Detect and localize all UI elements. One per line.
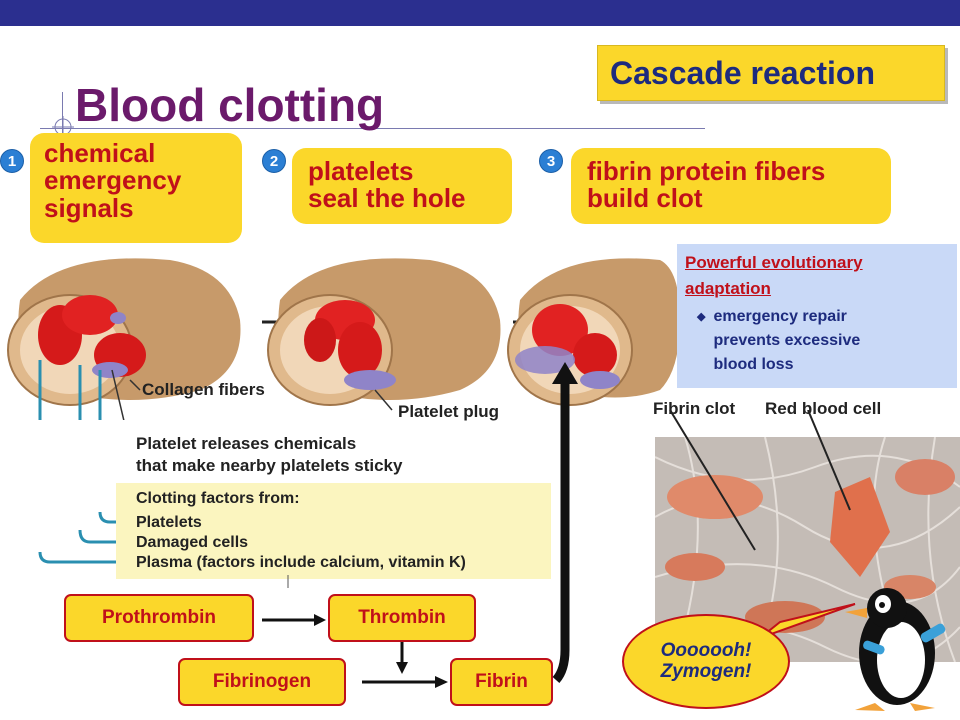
- thrombin-node: Thrombin: [328, 594, 476, 642]
- evolution-bullet: ◆ emergency repair prevents excessive bl…: [685, 305, 949, 377]
- penguin-mascot-icon: [845, 588, 946, 711]
- speech-bubble: Ooooooh! Zymogen!: [622, 614, 790, 709]
- step-1-number: 1: [7, 152, 17, 170]
- clotting-factor-item: Platelets: [136, 514, 202, 531]
- step-3-line: fibrin protein fibers: [587, 156, 826, 186]
- platelet-releases-label-2: that make nearby platelets sticky: [136, 456, 403, 475]
- evolution-bullet-line: blood loss: [713, 356, 794, 373]
- step-2-line: platelets: [308, 156, 414, 186]
- fibrin-text: Fibrin: [475, 671, 528, 692]
- prothrombin-node: Prothrombin: [64, 594, 254, 642]
- page-title: Blood clotting: [75, 79, 385, 131]
- evolution-note-box: Powerful evolutionary adaptation ◆ emerg…: [677, 244, 957, 388]
- platelet-releases-label-1: Platelet releases chemicals: [136, 434, 357, 453]
- vessel-1-illustration: [7, 258, 241, 406]
- thrombin-text: Thrombin: [358, 607, 446, 628]
- fibrin-node: Fibrin: [450, 658, 553, 706]
- vessel-2-illustration: [267, 258, 501, 406]
- step-1-line: signals: [44, 192, 134, 223]
- evolution-bullet-line: prevents excessive: [713, 332, 861, 349]
- step-3-badge: 3: [539, 149, 563, 173]
- evolution-bullet-line: emergency repair: [713, 308, 847, 325]
- diamond-bullet-icon: ◆: [697, 311, 706, 323]
- fibrinogen-text: Fibrinogen: [212, 671, 312, 692]
- platelet-plug-label: Platelet plug: [398, 402, 500, 421]
- step-1-badge: 1: [0, 149, 24, 173]
- clotting-factor-item: Plasma (factors include calcium, vitamin…: [136, 554, 466, 571]
- micrograph-leaders: [669, 410, 851, 551]
- cascade-reaction-label: Cascade reaction: [597, 45, 945, 101]
- speech-line: Zymogen!: [660, 660, 752, 682]
- step-2-badge: 2: [262, 149, 286, 173]
- step-2-line: seal the hole: [308, 183, 466, 214]
- clotting-factors-box: Clotting factors from: Platelets Damaged…: [116, 483, 551, 579]
- red-blood-cell-label: Red blood cell: [765, 399, 882, 418]
- step-2-callout: platelets seal the hole: [292, 148, 512, 224]
- title-rule: [40, 128, 705, 129]
- step-1-callout: chemical emergency signals: [30, 133, 242, 243]
- cascade-arrows: [262, 362, 578, 688]
- cascade-reaction-text: Cascade reaction: [610, 54, 876, 91]
- fibrin-clot-label: Fibrin clot: [653, 399, 736, 418]
- vessel-3-illustration: [507, 258, 680, 406]
- evolution-title-line: adaptation: [685, 278, 771, 298]
- step-1-line: emergency: [44, 165, 182, 196]
- step-1-line: chemical: [44, 138, 156, 168]
- leader-line: [111, 369, 125, 420]
- evolution-title-line: Powerful evolutionary: [685, 253, 863, 272]
- top-bar-divider: [0, 26, 960, 29]
- top-bar: [0, 0, 960, 26]
- clotting-factors-heading: Clotting factors from:: [136, 490, 300, 507]
- leader-line: [374, 389, 393, 411]
- leader-line: [129, 379, 141, 391]
- clotting-factor-item: Damaged cells: [136, 534, 249, 551]
- step-3-line: build clot: [587, 183, 703, 214]
- prothrombin-text: Prothrombin: [102, 607, 216, 628]
- vessel-diagram: [7, 258, 680, 420]
- step-3-number: 3: [546, 152, 556, 170]
- step-3-callout: fibrin protein fibers build clot: [571, 148, 891, 224]
- step-2-number: 2: [269, 152, 279, 170]
- speech-line: Ooooooh!: [660, 639, 752, 661]
- collagen-fibers-label: Collagen fibers: [142, 380, 265, 399]
- fibrinogen-node: Fibrinogen: [178, 658, 346, 706]
